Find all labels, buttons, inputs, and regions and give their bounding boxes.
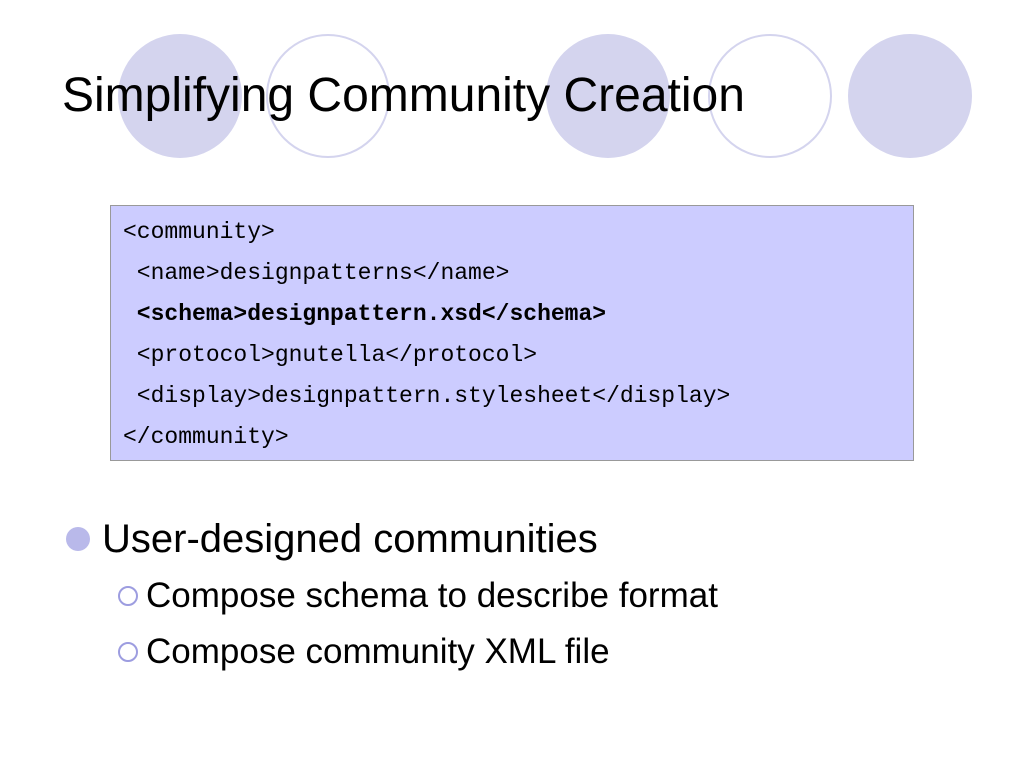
sub-bullet-item-compose-xml: Compose community XML file [66, 624, 718, 680]
sub-bullet-item-compose-schema: Compose schema to describe format [66, 568, 718, 624]
decorative-circle-filled-2 [546, 34, 670, 158]
code-line-schema: <schema>designpattern.xsd</schema> [123, 301, 607, 327]
slide-title: Simplifying Community Creation [62, 69, 745, 122]
decorative-circle-outline-1 [266, 34, 390, 158]
xml-code-box: <community> <name>designpatterns</name> … [110, 205, 914, 461]
sub-bullet-text: Compose schema to describe format [146, 576, 718, 615]
bullet-text: User-designed communities [102, 516, 598, 561]
hollow-circle-bullet-icon [118, 642, 138, 662]
code-line-community-close: </community> [123, 424, 289, 450]
code-line-name: <name>designpatterns</name> [123, 260, 510, 286]
bullet-item-user-designed-communities: User-designed communities [66, 510, 718, 568]
decorative-circle-outline-2 [708, 34, 832, 158]
decorative-circle-filled-1 [118, 34, 242, 158]
decorative-circle-filled-3 [848, 34, 972, 158]
sub-bullet-text: Compose community XML file [146, 632, 610, 671]
code-line-protocol: <protocol>gnutella</protocol> [123, 342, 538, 368]
filled-circle-bullet-icon [66, 527, 90, 551]
bullet-list: User-designed communities Compose schema… [66, 510, 718, 680]
hollow-circle-bullet-icon [118, 586, 138, 606]
code-line-community-open: <community> [123, 219, 275, 245]
code-line-display: <display>designpattern.stylesheet</displ… [123, 383, 731, 409]
